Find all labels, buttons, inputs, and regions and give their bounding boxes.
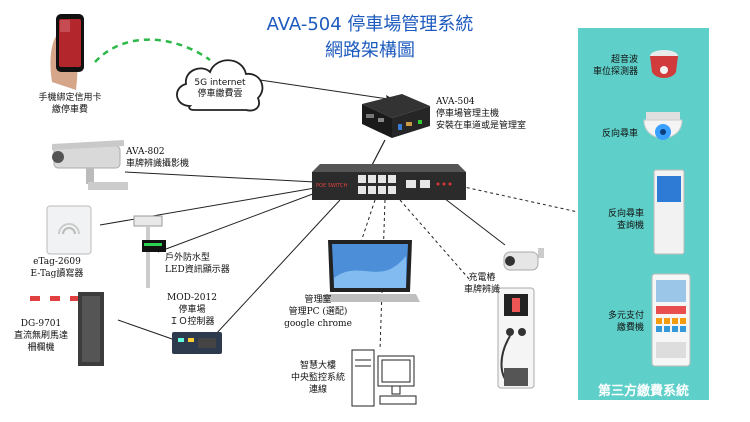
barrier-label-line1: DG-9701 bbox=[20, 319, 62, 329]
pc-label-line2: 管理PC (選配) bbox=[288, 307, 348, 317]
io-label-line3: ＩＯ控制器 bbox=[169, 317, 215, 327]
reverse-label: 反向尋車 bbox=[588, 128, 638, 140]
etag-label-line1: eTag-2609 bbox=[33, 257, 81, 267]
io-label-line1: MOD-2012 bbox=[167, 293, 217, 303]
io-label: MOD-2012 停車場 ＩＯ控制器 bbox=[162, 292, 222, 328]
host-label: AVA-504 停車場管理主機 安裝在車道或是管理室 bbox=[436, 96, 526, 132]
kiosk-icon bbox=[653, 169, 685, 255]
barrier-label: DG-9701 直流無刷馬達 柵欄機 bbox=[2, 318, 80, 354]
building-label-line2: 中央監控系統 bbox=[290, 373, 345, 383]
dome-camera-icon bbox=[643, 112, 683, 140]
cloud-label-line2: 停車繳費雲 bbox=[197, 89, 243, 99]
ultrasonic-label-line1: 超音波 bbox=[610, 55, 638, 65]
building-label-line1: 智慧大樓 bbox=[299, 361, 336, 371]
phone-icon bbox=[50, 14, 84, 90]
cloud-label-line1: 5G internet bbox=[194, 78, 246, 88]
building-label: 智慧大樓 中央監控系統 連線 bbox=[278, 360, 358, 396]
charger-camera-icon bbox=[503, 248, 544, 271]
kiosk-label: 反向尋車 查詢機 bbox=[588, 208, 644, 232]
charger-label-line2: 車牌辨識 bbox=[463, 285, 500, 295]
switch-building-line bbox=[379, 199, 386, 351]
pay-label-line1: 多元支付 bbox=[607, 311, 644, 321]
kiosk-label-line1: 反向尋車 bbox=[607, 209, 644, 219]
barrier-gate-icon bbox=[30, 292, 104, 366]
title-line2: 網路架構圖 bbox=[325, 40, 415, 61]
charger-label-line1: 充電樁 bbox=[468, 273, 496, 283]
third-party-title: 第三方繳費系統 bbox=[597, 384, 689, 399]
kiosk-label-line2: 查詢機 bbox=[616, 221, 644, 231]
diagram-title: AVA-504 停車場管理系統 網路架構圖 bbox=[250, 10, 490, 62]
building-pc-icon bbox=[351, 349, 417, 407]
pay-label: 多元支付 繳費機 bbox=[588, 310, 644, 334]
host-label-line3: 安裝在車道或是管理室 bbox=[436, 121, 527, 131]
switch-camera-line bbox=[124, 171, 316, 183]
switch-pc-line bbox=[359, 199, 376, 246]
pc-label-line3: google chrome bbox=[284, 319, 352, 329]
switch-thirdparty-line bbox=[454, 184, 579, 213]
cloud-label: 5G internet 停車繳費雲 bbox=[180, 78, 260, 100]
barrier-label-line2: 直流無刷馬達 bbox=[13, 331, 68, 341]
camera-label-line2: 車牌辨識攝影機 bbox=[126, 159, 190, 169]
pay-label-line2: 繳費機 bbox=[616, 323, 644, 333]
charger-label: 充電樁 車牌辨識 bbox=[452, 272, 512, 296]
etag-label-line2: E-Tag讀寫器 bbox=[30, 269, 84, 279]
phone-label-line1: 手機綁定信用卡 bbox=[38, 93, 102, 103]
phone-cloud-link bbox=[94, 38, 211, 63]
etag-reader-icon bbox=[46, 205, 92, 255]
etag-label: eTag-2609 E-Tag讀寫器 bbox=[22, 256, 92, 280]
host-label-line2: 停車場管理主機 bbox=[436, 109, 500, 119]
led-label: 戶外防水型 LED資訊顯示器 bbox=[165, 252, 230, 276]
camera-label: AVA-802 車牌辨識攝影機 bbox=[126, 146, 189, 170]
phone-label-line2: 繳停車費 bbox=[51, 105, 88, 115]
host-icon bbox=[362, 94, 430, 138]
ultrasonic-label-line2: 車位探測器 bbox=[592, 67, 638, 77]
pay-station-icon bbox=[651, 273, 691, 367]
cloud-host-line bbox=[259, 79, 396, 101]
phone-label: 手機綁定信用卡 繳停車費 bbox=[10, 92, 130, 116]
io-barrier-line bbox=[117, 319, 176, 341]
led-label-line1: 戶外防水型 bbox=[165, 253, 211, 263]
camera-label-line1: AVA-802 bbox=[126, 147, 165, 157]
switch-cam2-line bbox=[439, 194, 506, 246]
laptop-icon bbox=[320, 240, 420, 302]
host-label-line1: AVA-504 bbox=[436, 97, 475, 107]
ultrasonic-label: 超音波 車位探測器 bbox=[588, 54, 638, 78]
switch-led-line bbox=[157, 191, 319, 253]
ev-charger-icon bbox=[497, 287, 535, 389]
host-switch-line bbox=[371, 139, 386, 166]
poe-switch-icon bbox=[312, 164, 466, 200]
lpr-camera-icon bbox=[52, 140, 128, 190]
title-line1: AVA-504 停車場管理系統 bbox=[266, 14, 474, 35]
pc-label: 管理室 管理PC (選配) google chrome bbox=[268, 294, 368, 330]
io-label-line2: 停車場 bbox=[178, 305, 206, 315]
led-label-line2: LED資訊顯示器 bbox=[165, 265, 230, 275]
led-display-icon bbox=[133, 215, 166, 288]
ultrasonic-sensor-icon bbox=[650, 50, 678, 78]
io-controller-icon bbox=[172, 332, 222, 354]
reverse-label-line1: 反向尋車 bbox=[601, 129, 638, 139]
switch-label: POE SWITCH bbox=[316, 183, 348, 189]
switch-io-line bbox=[214, 199, 341, 336]
barrier-label-line3: 柵欄機 bbox=[27, 343, 55, 353]
pc-label-line1: 管理室 bbox=[304, 295, 332, 305]
building-label-line3: 連線 bbox=[308, 385, 327, 395]
cloud-icon bbox=[176, 59, 264, 112]
